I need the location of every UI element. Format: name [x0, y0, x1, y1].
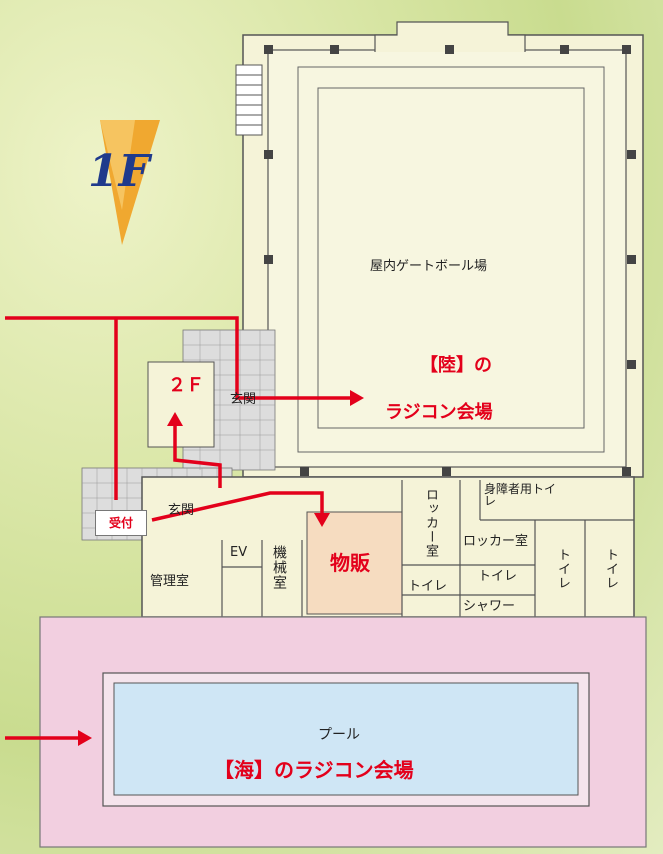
room-shop: 物販 — [330, 551, 370, 575]
floor2-stair-box — [147, 361, 215, 448]
pool-water — [113, 682, 579, 796]
room-locker-1: ロッカー室 — [423, 488, 438, 558]
venue-sea: 【海】のラジコン会場 — [214, 758, 414, 782]
gateball-court-inner — [317, 87, 585, 429]
room-pool: プール — [318, 727, 360, 743]
room-locker-2: ロッカー室 — [463, 534, 529, 549]
gym-top-notch — [374, 21, 526, 52]
venue-land-line2: ラジコン会場 — [385, 402, 493, 423]
room-machine: 機械室 — [271, 545, 287, 590]
room-accessible-toilet: 身障者用トイレ — [484, 482, 557, 508]
floor-label: 1F — [88, 146, 150, 197]
room-reception: 受付 — [95, 510, 147, 536]
gateball-court-outer — [297, 66, 605, 453]
floor-badge-icon — [100, 120, 160, 245]
room-entrance-top: 玄関 — [230, 392, 257, 407]
room-entrance-left: 玄関 — [168, 503, 195, 518]
venue-land-line1: 【陸】の — [420, 355, 492, 376]
arrowheads — [78, 390, 364, 746]
room-ev: EV — [230, 545, 248, 560]
room-gateball: 屋内ゲートボール場 — [370, 259, 488, 274]
gym-columns — [264, 45, 636, 476]
exterior-stairs — [235, 64, 263, 136]
room-toilet-a: トイレ — [408, 579, 448, 594]
room-toilet-c: トイレ — [555, 548, 570, 590]
room-walls — [221, 480, 634, 617]
room-management: 管理室 — [150, 574, 190, 589]
room-floor2: ２Ｆ — [168, 375, 204, 396]
route-arrows — [5, 316, 350, 740]
room-shower: シャワー — [463, 599, 516, 614]
room-toilet-b: トイレ — [478, 569, 518, 584]
room-toilet-d: トイレ — [603, 548, 618, 590]
